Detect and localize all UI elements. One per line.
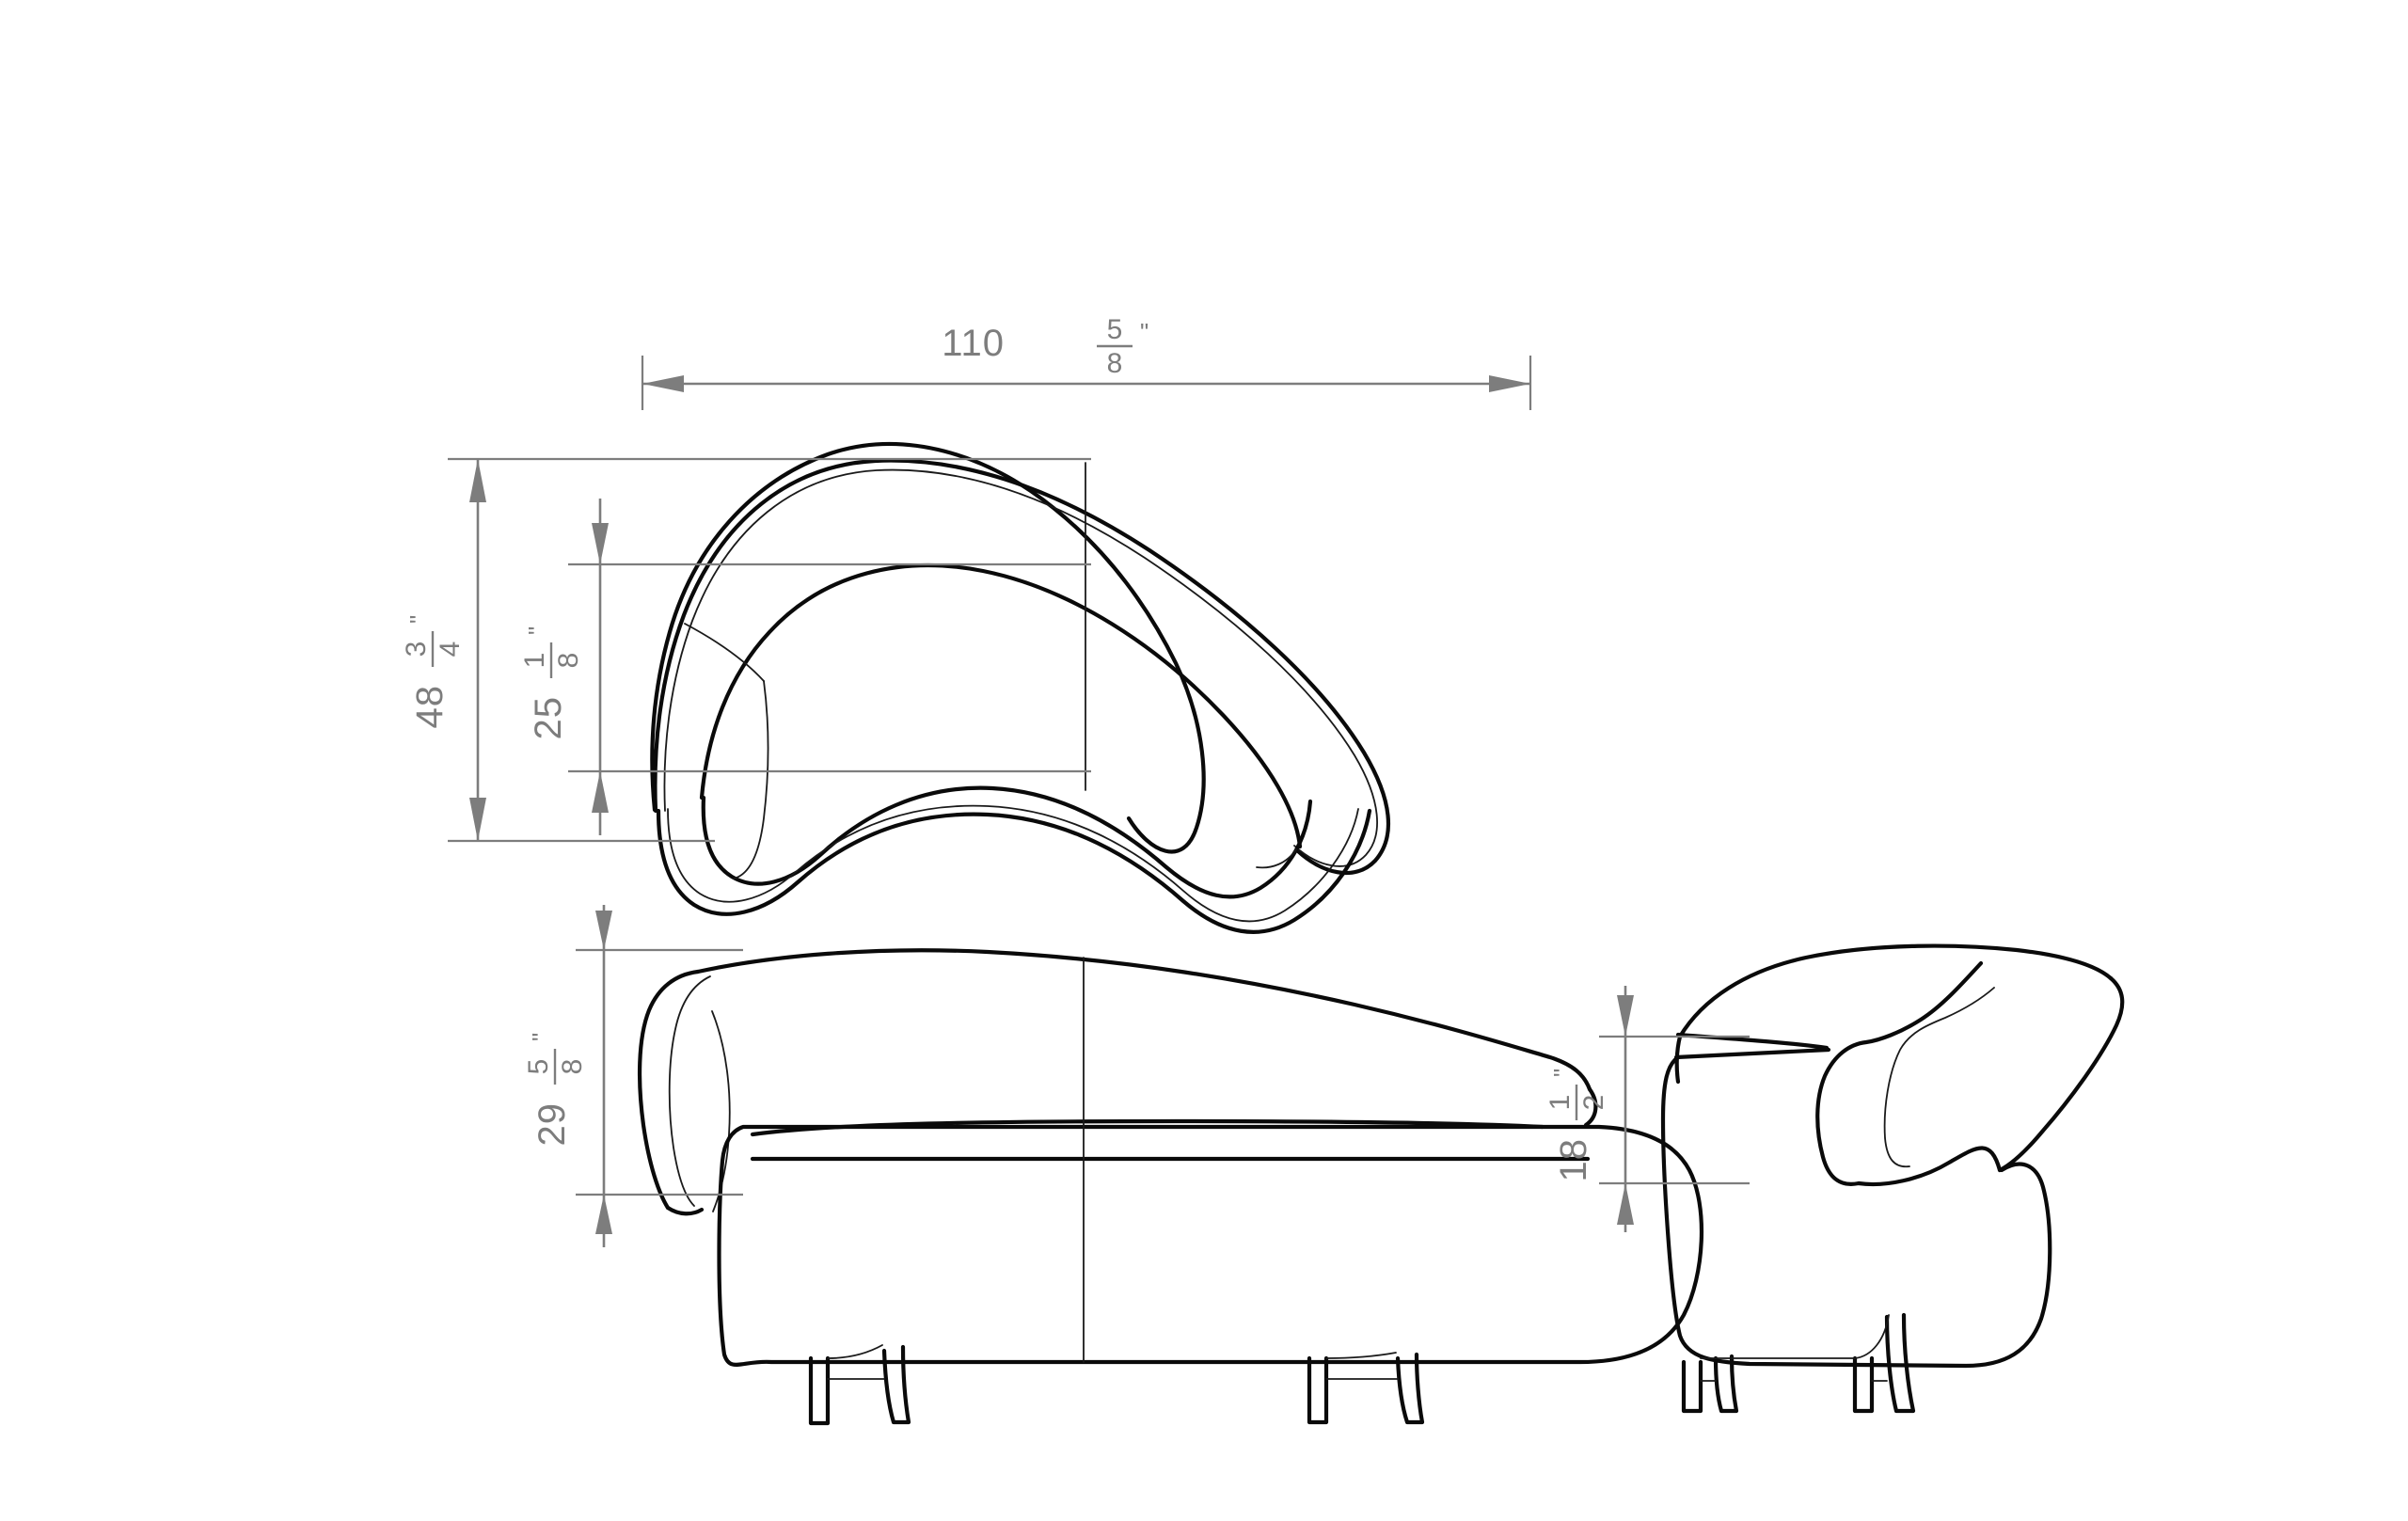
depth-label-group: 48 3 4 ": [401, 615, 466, 729]
depth-arrow-top: [469, 459, 486, 502]
dimension-seat-depth: 25 1 8 ": [519, 499, 1091, 835]
plan-back-outer-edge: [653, 458, 1391, 876]
side-right-leg-front: [1852, 1355, 1875, 1414]
dimension-seat-height: 18 1 2 ": [1545, 986, 1750, 1232]
elev-left-arm-inner: [668, 975, 711, 1207]
seat-height-numerator: 1: [1545, 1095, 1576, 1111]
side-left-leg-rear: [1713, 1354, 1739, 1414]
width-numerator: 5: [1107, 314, 1123, 345]
elev-right-leg-top-bracket: [1325, 1352, 1397, 1359]
depth-numerator: 3: [401, 642, 432, 658]
width-inch-mark: ": [1140, 318, 1149, 346]
width-denominator: 8: [1107, 348, 1123, 379]
seat-height-denominator: 2: [1578, 1095, 1609, 1111]
dimension-overall-width: 110 5 8 ": [641, 314, 1532, 410]
elev-right-leg-front: [1307, 1355, 1329, 1425]
plan-left-arm-vertical-seam: [733, 680, 769, 879]
plan-view: [650, 442, 1391, 934]
side-base-outline: [1660, 1054, 2052, 1369]
elev-left-leg-rear: [881, 1344, 911, 1425]
seat-depth-denominator: 8: [553, 653, 584, 669]
side-right-arm-crease: [1883, 987, 1995, 1168]
depth-whole-number: 48: [409, 685, 451, 729]
elev-left-leg-front: [808, 1355, 831, 1426]
depth-arrow-bottom: [469, 798, 486, 841]
side-right-arm-outer: [1997, 975, 2125, 1173]
seat-height-inch-mark: ": [1548, 1069, 1576, 1077]
seat-depth-inch-mark: ": [523, 626, 551, 635]
plan-outer-front-contour-offset: [667, 804, 1359, 923]
plan-seat-front-contour: [701, 785, 1313, 899]
dimension-overall-height: 29 5 8 ": [523, 905, 743, 1247]
seat-depth-arrow-top: [592, 523, 609, 564]
width-arrow-right: [1489, 375, 1530, 392]
dimension-overall-depth: 48 3 4 ": [401, 457, 1091, 843]
height-label-group: 29 5 8 ": [523, 1033, 588, 1147]
plan-seat-back-edge: [699, 562, 1303, 849]
front-elevation: [637, 948, 1704, 1426]
plan-right-arm-notch: [1256, 848, 1297, 869]
seat-depth-arrow-bottom: [592, 771, 609, 813]
elev-base-outline: [717, 1124, 1704, 1368]
elev-left-arm-bottom: [665, 1205, 705, 1216]
plan-outer-front-contour: [656, 808, 1372, 934]
side-left-leg-front: [1681, 1359, 1703, 1414]
seat-height-label-group: 18 1 2 ": [1545, 1069, 1609, 1182]
elev-back-top-edge: [695, 948, 1592, 1092]
elev-right-back-end: [1583, 1086, 1598, 1128]
elev-left-arm-outer: [637, 969, 701, 1211]
depth-denominator: 4: [435, 642, 466, 658]
seat-height-arrow-top: [1617, 995, 1634, 1037]
height-numerator: 5: [523, 1059, 554, 1075]
elev-right-leg-rear: [1395, 1352, 1425, 1425]
height-denominator: 8: [557, 1059, 588, 1075]
seat-depth-numerator: 1: [519, 653, 550, 669]
side-back-top-edge: [1677, 943, 2114, 1039]
height-arrow-bottom: [595, 1195, 612, 1234]
side-arm-bottom-roll: [1856, 1146, 2003, 1187]
side-right-arm-inner: [1815, 960, 1984, 1186]
elev-left-leg-top-bracket: [827, 1344, 883, 1359]
side-right-leg-rear: [1884, 1312, 1916, 1414]
width-label-group: 110 5 8 ": [942, 314, 1149, 379]
plan-back-outer-edge-offset: [663, 468, 1378, 867]
side-leg-rail: [1700, 1314, 1890, 1359]
seat-height-arrow-bottom: [1617, 1183, 1634, 1225]
width-whole-number: 110: [942, 323, 1005, 364]
plan-left-arm-seam: [684, 623, 765, 682]
height-arrow-top: [595, 911, 612, 950]
width-arrow-left: [642, 375, 684, 392]
seat-depth-label-group: 25 1 8 ": [519, 626, 584, 740]
seat-height-whole-number: 18: [1553, 1138, 1594, 1182]
depth-inch-mark: ": [404, 615, 433, 624]
height-inch-mark: ": [527, 1033, 555, 1041]
height-whole-number: 29: [531, 1102, 573, 1147]
side-seat-top-line: [1673, 1047, 1831, 1060]
seat-depth-whole-number: 25: [528, 696, 569, 740]
